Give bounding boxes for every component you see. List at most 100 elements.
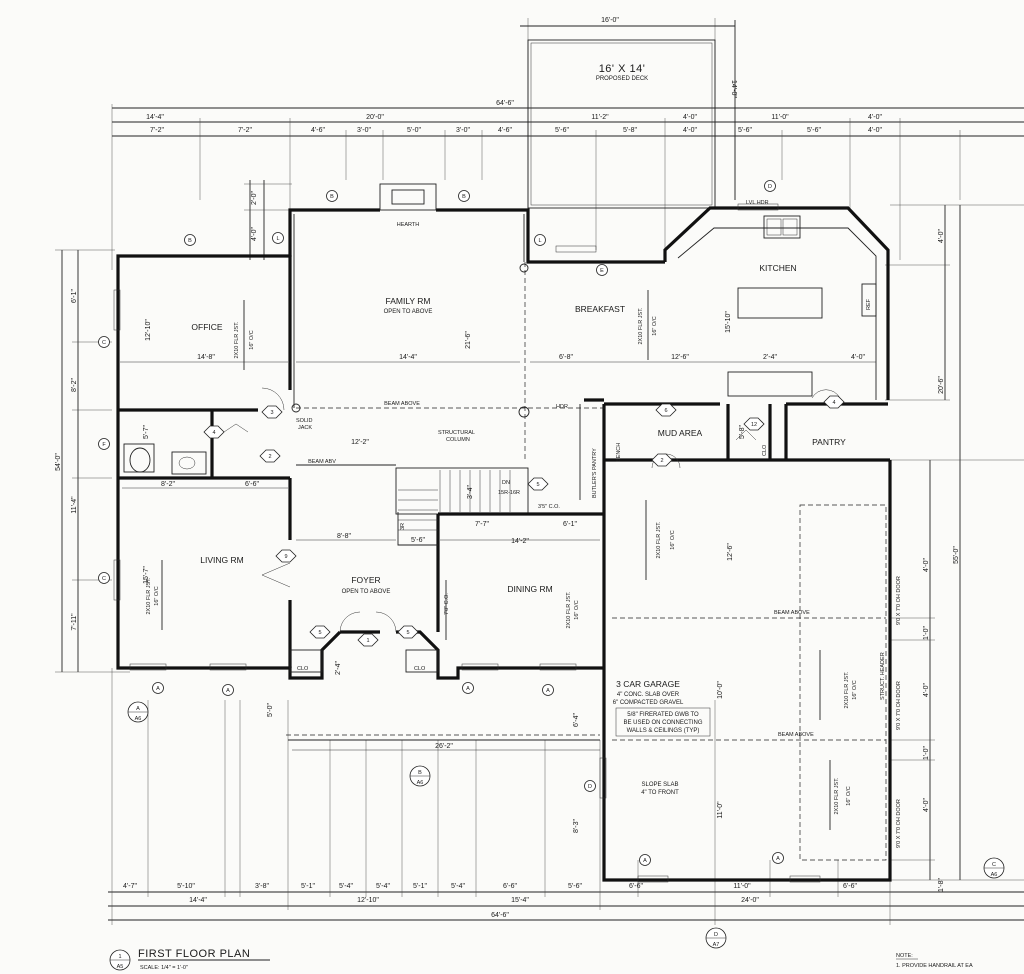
cased-opening-label: 3'5" C.O.: [538, 504, 560, 510]
tag-letter: A: [776, 856, 780, 862]
closet-label: CLO: [414, 666, 426, 672]
stair-dn-label: DN: [502, 480, 510, 486]
tag-letter: D: [768, 184, 772, 190]
dim-text: 5'-6": [568, 883, 582, 890]
tag-letter: F: [102, 442, 106, 448]
dim-text: 1'-0": [923, 626, 930, 640]
door-tag: 4: [203, 425, 225, 439]
joist-label: 2X10 FLR JST.: [844, 671, 850, 708]
dim-text: 6'-6": [245, 481, 259, 488]
structural-column-label: STRUCTURAL: [438, 430, 475, 436]
dim-text: 4'-0": [683, 127, 697, 134]
drawing-sheet: A5: [117, 964, 124, 970]
section-marker-c: C A6: [983, 857, 1005, 879]
beam-abv-label: BEAM ABV: [308, 459, 336, 465]
oh-door-label: 9'0 X 7'0 OH DOOR: [896, 799, 902, 848]
drawing-number: 1: [118, 954, 121, 960]
garage-slab-line: 4" CONC. SLAB OVER: [617, 692, 680, 698]
window-tag: C: [98, 572, 110, 584]
section-letter: B: [418, 770, 422, 776]
room-breakfast: BREAKFAST: [575, 304, 625, 314]
dim-text: 7'-11": [71, 613, 78, 631]
garage-note-line: 5/8" FIRERATED GWB TO: [627, 712, 699, 718]
tag-letter: A: [546, 688, 550, 694]
closet-label: CLO: [762, 444, 768, 456]
window-tag: A: [152, 682, 164, 694]
beam-above-label: BEAM ABOVE: [384, 401, 420, 407]
deck-subtitle: PROPOSED DECK: [596, 76, 648, 82]
struct-header-label: STRUCT. HEADER: [880, 652, 886, 700]
section-marker-b: B A6: [409, 765, 431, 787]
dim-text: 2'-4": [335, 661, 342, 675]
tag-letter: C: [102, 576, 106, 582]
joist-label: 2X10 FLR JST.: [834, 777, 840, 814]
door-tag: 9: [275, 549, 297, 563]
dim-text: 12'-2": [351, 439, 369, 446]
dim-text: 8'-2": [71, 378, 78, 392]
joist-label: 2X10 FLR JST.: [234, 321, 240, 358]
dim-text: 5'-4": [376, 883, 390, 890]
drawing-title-block: 1 A5 FIRST FLOOR PLAN SCALE: 1/4" = 1'-0…: [109, 948, 270, 971]
tag-letter: A: [643, 858, 647, 864]
dim-text: 12'-6": [671, 354, 689, 361]
note-line-1: 1. PROVIDE HANDRAIL AT EA: [896, 963, 973, 969]
door-tag: 4: [823, 395, 845, 409]
dim-text: 6'-8": [559, 354, 573, 361]
dim-text: 11'-0": [717, 801, 724, 819]
hdr-label: HDR: [556, 404, 568, 410]
dim-text: 4'-7": [123, 883, 137, 890]
overall-width-bottom: 64'-6": [491, 912, 509, 919]
dim-text: 4'-0": [923, 683, 930, 697]
dim-text: 6'-1": [71, 289, 78, 303]
room-dining: DINING RM: [507, 584, 552, 594]
general-notes: NOTE: 1. PROVIDE HANDRAIL AT EA: [896, 953, 973, 969]
tag-number: 4: [832, 400, 835, 406]
dim-text: 15'-10": [725, 311, 732, 333]
dim-text: 21'-6": [465, 331, 472, 349]
dim-text: 14'-4": [399, 354, 417, 361]
oh-door-label: 9'0 X 7'0 OH DOOR: [896, 576, 902, 625]
dim-text: 1'-8": [938, 878, 945, 892]
room-office: OFFICE: [191, 322, 222, 332]
window-tag: B: [184, 234, 196, 246]
dim-text: 15'-4": [511, 897, 529, 904]
dim-text: 3'-0": [357, 127, 371, 134]
window-tag: A: [462, 682, 474, 694]
dim-text: 5'-6": [738, 127, 752, 134]
garage-note-line: WALLS & CEILINGS (TYP): [627, 728, 700, 734]
dim-text: 11'-0": [771, 114, 789, 121]
dim-text: 7'-2": [150, 127, 164, 134]
dim-text: 6'-4": [573, 713, 580, 727]
dim-text: 4'-6": [311, 127, 325, 134]
side-dimensions: 2'-0" 4'-0" 6'-1" 8'-2" 54'-0" 11'-4" 7'…: [55, 191, 960, 892]
dim-text: 6'-6": [629, 883, 643, 890]
joist-label: 2X10 FLR JST.: [638, 307, 644, 344]
joist-spacing-label: 16" O/C: [154, 586, 160, 605]
dim-text: 12'-6": [727, 543, 734, 561]
dim-text: 1'-0": [923, 746, 930, 760]
door-tag: 5: [309, 625, 331, 639]
dim-text: 14'-8": [197, 354, 215, 361]
tag-letter: A: [466, 686, 470, 692]
tag-number: 2: [268, 454, 271, 460]
room-family-sub: OPEN TO ABOVE: [384, 309, 433, 315]
door-tag: 12: [743, 417, 765, 431]
dim-text: 2'-4": [763, 354, 777, 361]
dim-text: 3'-4": [467, 485, 474, 499]
joist-spacing-label: 16" O/C: [574, 600, 580, 619]
dim-text: 12'-10": [145, 319, 152, 341]
bench-label: BENCH: [616, 443, 622, 462]
closet-label: CLO: [297, 666, 309, 672]
room-garage: 3 CAR GARAGE: [616, 679, 680, 689]
beam-above-label: BEAM ABOVE: [774, 610, 810, 616]
dim-text: 5'-8": [739, 425, 746, 439]
garage-note-line: BE USED ON CONNECTING: [623, 720, 702, 726]
dim-text: 4'-0": [868, 114, 882, 121]
stair-riser-label: 3R: [400, 523, 406, 530]
room-kitchen: KITCHEN: [759, 263, 796, 273]
door-tag: 3: [261, 405, 283, 419]
tag-number: 1: [366, 638, 369, 644]
tag-letter: D: [588, 784, 592, 790]
window-tag: D: [584, 780, 596, 792]
dim-text: 6'-6": [843, 883, 857, 890]
